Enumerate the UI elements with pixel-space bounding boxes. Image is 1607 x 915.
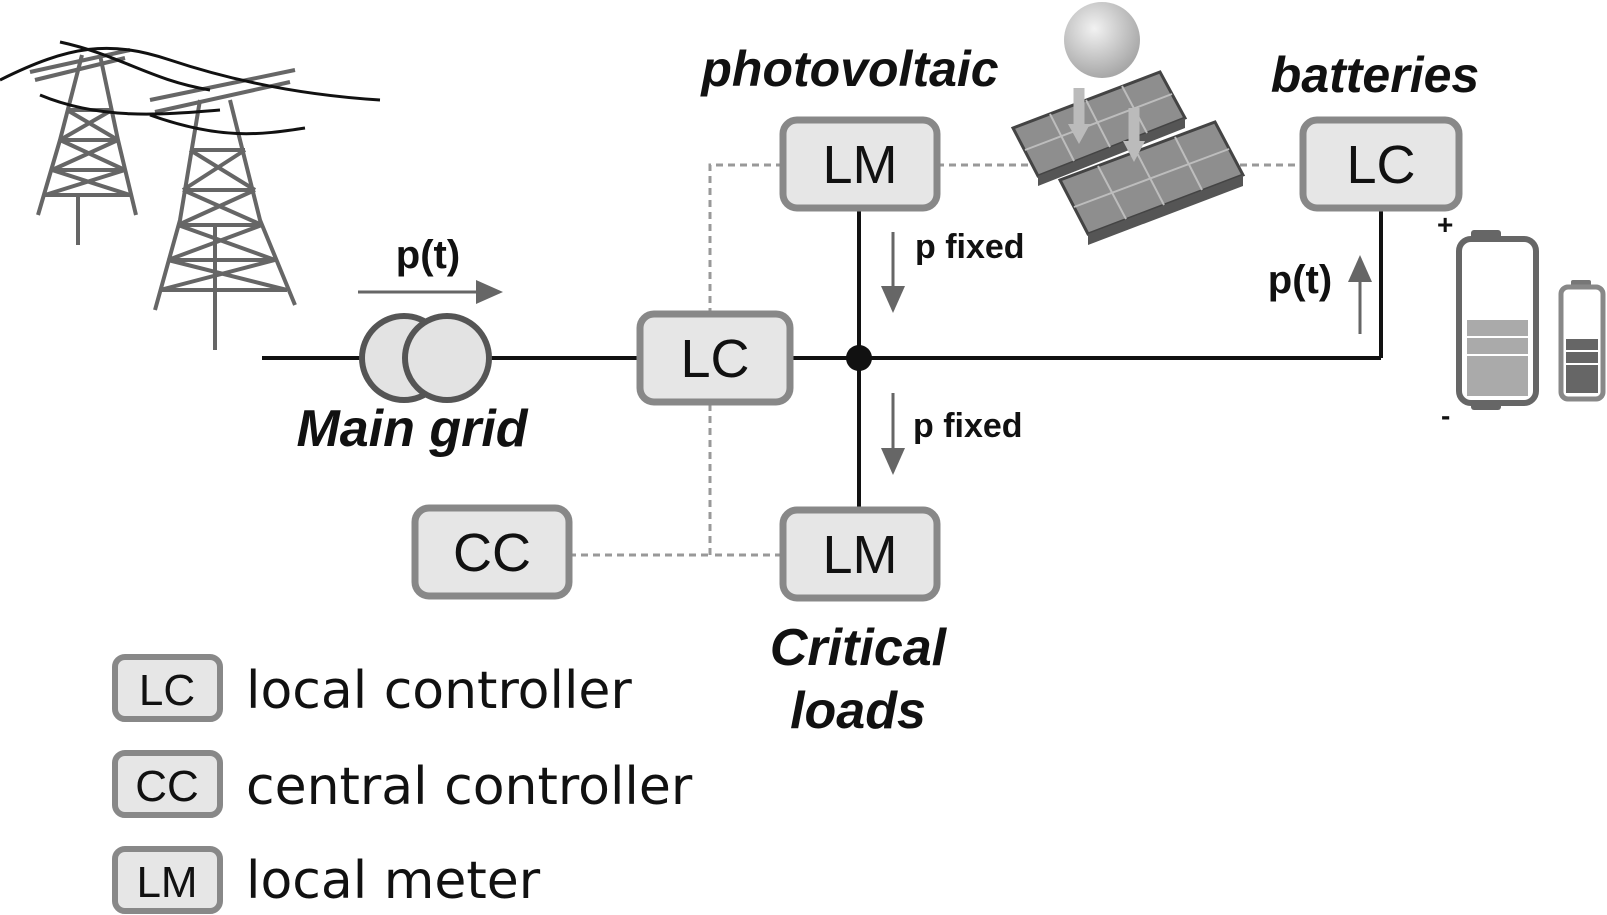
legend-text: local meter	[246, 851, 541, 911]
legend-item-lc: LC local controller	[112, 654, 632, 722]
pv-flow-arrow: p fixed	[881, 228, 1025, 313]
grid-controller-label: LC	[680, 329, 749, 389]
central-controller-node: CC	[411, 504, 573, 600]
loads-meter-label: LM	[822, 525, 897, 585]
transformer-icon	[359, 313, 492, 403]
battery-minus-label: -	[1441, 400, 1450, 431]
legend-key: CC	[135, 762, 199, 811]
battery-flow-label: p(t)	[1268, 258, 1332, 302]
battery-local-controller-node: LC	[1299, 116, 1463, 212]
critical-loads-title-line2: loads	[790, 682, 926, 740]
main-grid-title: Main grid	[296, 400, 528, 458]
central-controller-label: CC	[453, 523, 531, 583]
bus-junction	[846, 345, 872, 371]
battery-controller-label: LC	[1346, 135, 1415, 195]
grid-flow-label: p(t)	[396, 233, 460, 277]
pv-local-meter-node: LM	[779, 116, 941, 212]
battery-icon	[1456, 230, 1606, 410]
battery-plus-label: +	[1437, 209, 1453, 240]
solar-panel-icon	[1010, 70, 1246, 245]
legend-key: LC	[139, 666, 195, 715]
load-flow-label: p fixed	[913, 407, 1023, 445]
critical-loads-title-line1: Critical	[770, 619, 948, 677]
power-lines	[262, 210, 1383, 510]
legend-item-cc: CC central controller	[112, 750, 693, 818]
pv-meter-label: LM	[822, 135, 897, 195]
grid-flow-arrow: p(t)	[358, 233, 503, 304]
battery-flow-arrow: p(t)	[1268, 255, 1372, 334]
grid-local-controller-node: LC	[636, 310, 794, 406]
transmission-tower-icon	[0, 40, 381, 350]
load-flow-arrow: p fixed	[881, 393, 1023, 475]
legend: LC local controller CC central controlle…	[112, 654, 693, 914]
communication-links	[569, 163, 1303, 557]
photovoltaic-title: photovoltaic	[699, 41, 998, 97]
legend-text: local controller	[246, 661, 632, 721]
pv-flow-label: p fixed	[915, 228, 1025, 266]
batteries-title: batteries	[1271, 47, 1479, 103]
sun-icon	[1064, 2, 1140, 78]
legend-text: central controller	[246, 757, 693, 817]
legend-key: LM	[136, 858, 197, 907]
loads-local-meter-node: LM	[779, 506, 941, 602]
legend-item-lm: LM local meter	[112, 846, 541, 914]
